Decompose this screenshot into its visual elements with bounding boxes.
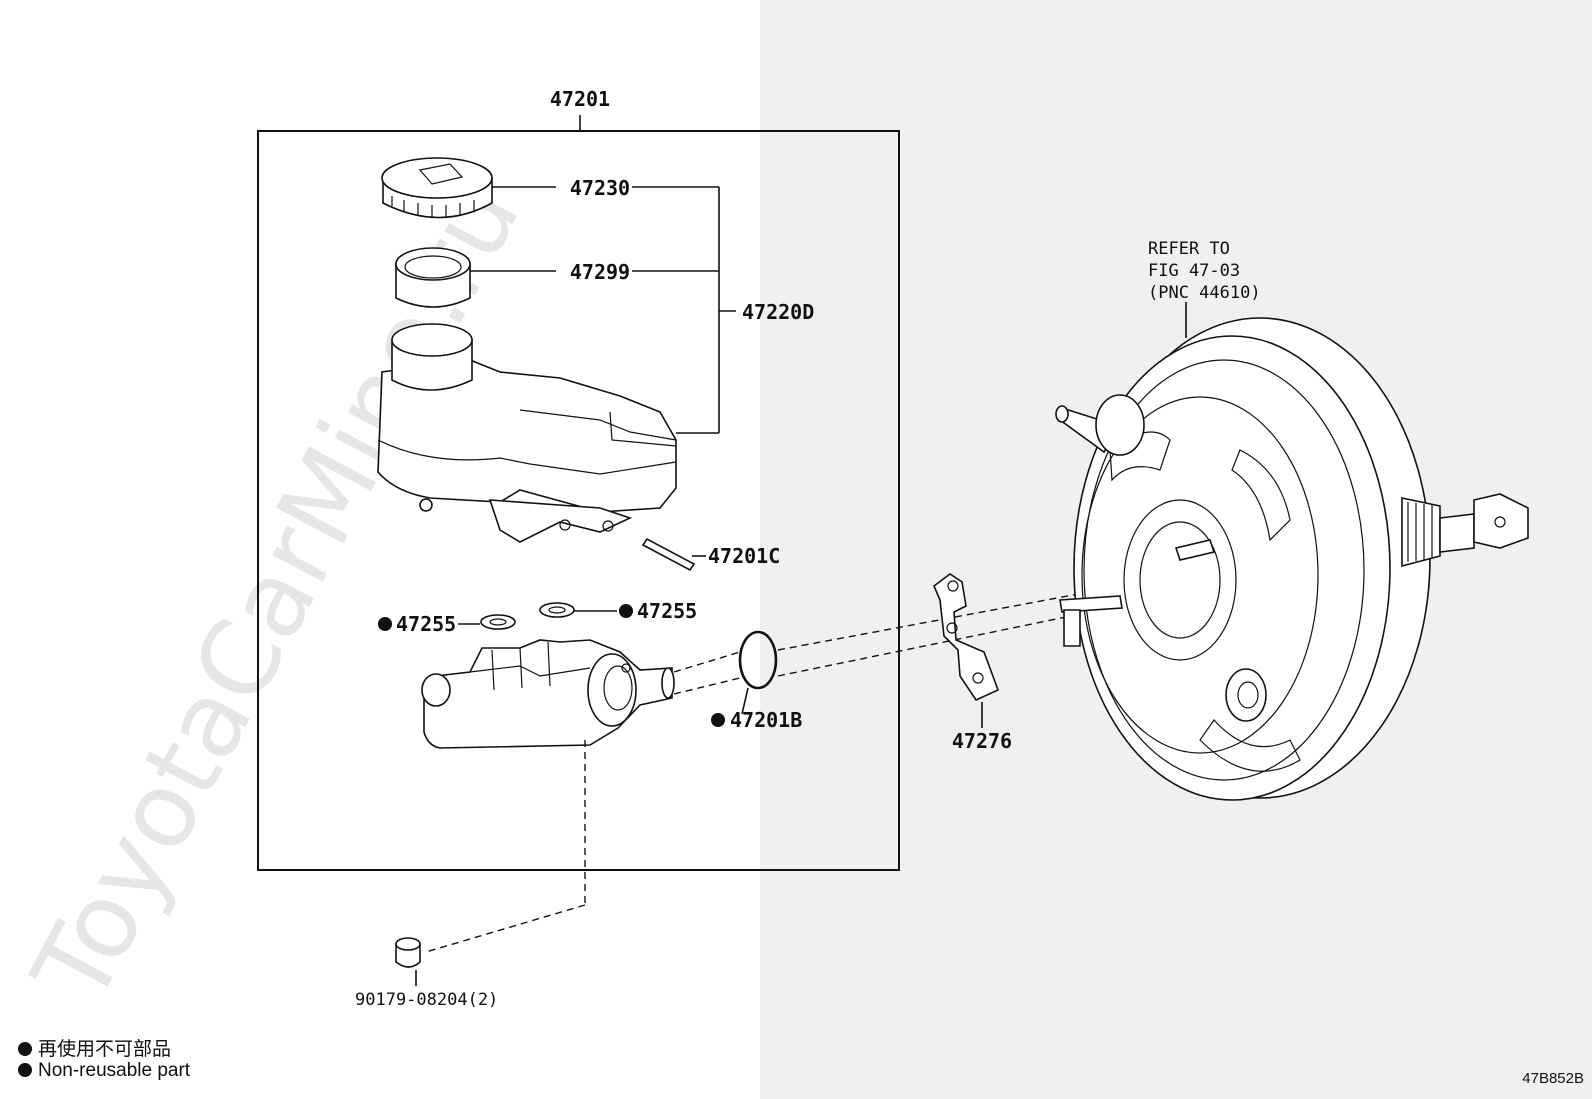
label-plug-90179[interactable]: 90179-08204(2) (355, 990, 498, 1010)
reservoir-cap-part[interactable] (381, 157, 493, 219)
figure-code: 47B852B (1522, 1070, 1584, 1087)
legend-english: Non-reusable part (18, 1060, 190, 1082)
legend-japanese: 再使用不可部品 (18, 1034, 171, 1061)
label-plate-47276[interactable]: 47276 (952, 729, 1012, 753)
strainer-part[interactable] (395, 247, 471, 308)
label-grommet-right-47255[interactable]: 47255 (637, 599, 697, 623)
label-cap-47230[interactable]: 47230 (570, 176, 630, 200)
label-grommet-left-47255[interactable]: 47255 (396, 612, 456, 636)
master-cylinder-part[interactable] (421, 639, 675, 749)
brake-booster-part[interactable] (1055, 317, 1529, 801)
legend-japanese-text: 再使用不可部品 (38, 1039, 172, 1060)
refer-line-3: (PNC 44610) (1148, 283, 1261, 303)
grommet-left-part[interactable] (480, 614, 516, 630)
non-reusable-dot-left (378, 617, 392, 631)
oring-part[interactable] (738, 630, 778, 690)
label-strainer-47299[interactable]: 47299 (570, 260, 630, 284)
label-pin-47201c[interactable]: 47201C (708, 544, 780, 568)
refer-line-2: FIG 47-03 (1148, 261, 1240, 281)
assembly-box (257, 130, 900, 871)
plug-part[interactable] (395, 937, 421, 968)
label-oring-47201b[interactable]: 47201B (730, 708, 802, 732)
refer-line-1: REFER TO (1148, 239, 1230, 259)
legend-english-text: Non-reusable part (38, 1060, 191, 1081)
legend-dot-icon (18, 1042, 32, 1056)
grommet-right-part[interactable] (539, 602, 575, 618)
reservoir-part[interactable] (377, 323, 677, 543)
label-reservoir-47220d[interactable]: 47220D (742, 300, 814, 324)
non-reusable-dot-right (619, 604, 633, 618)
gasket-plate-part[interactable] (933, 573, 1000, 702)
label-assembly-47201[interactable]: 47201 (550, 87, 610, 111)
non-reusable-dot-oring (711, 713, 725, 727)
legend-dot-icon (18, 1063, 32, 1077)
pin-part[interactable] (641, 537, 696, 572)
